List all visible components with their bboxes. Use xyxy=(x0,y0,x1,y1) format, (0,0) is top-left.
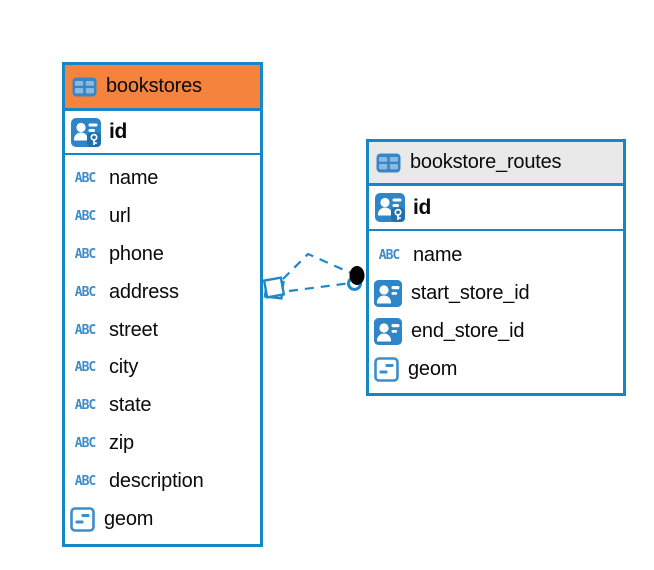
column-row-end_store_id[interactable]: end_store_id xyxy=(369,312,623,350)
primary-key-row[interactable]: id xyxy=(369,186,623,231)
column-name: state xyxy=(109,394,152,417)
column-row-name[interactable]: ABC name xyxy=(369,236,623,274)
id-card-icon xyxy=(374,317,402,345)
table-header-bookstores[interactable]: bookstores xyxy=(65,65,260,111)
column-name: geom xyxy=(408,357,458,380)
column-row-geom[interactable]: geom xyxy=(65,500,260,538)
relationship-line-upper[interactable] xyxy=(282,252,352,280)
column-row-description[interactable]: ABC description xyxy=(65,462,260,500)
column-row-phone[interactable]: ABC phone xyxy=(65,236,260,274)
column-name: name xyxy=(413,243,463,266)
column-row-geom[interactable]: geom xyxy=(369,350,623,388)
id-card-icon xyxy=(374,279,402,307)
table-title: bookstore_routes xyxy=(410,151,562,173)
column-name: name xyxy=(109,167,159,190)
column-name: geom xyxy=(104,507,154,530)
abc-text-type-icon: ABC xyxy=(74,284,96,300)
primary-key-name: id xyxy=(109,120,128,143)
table-title: bookstores xyxy=(106,75,202,97)
column-row-zip[interactable]: ABC zip xyxy=(65,425,260,463)
abc-text-type-icon: ABC xyxy=(74,435,96,451)
column-row-start_store_id[interactable]: start_store_id xyxy=(369,274,623,312)
column-name: end_store_id xyxy=(411,319,525,342)
geometry-type-icon xyxy=(70,506,95,532)
column-name: street xyxy=(109,318,158,341)
abc-text-type-icon: ABC xyxy=(378,247,400,263)
abc-text-type-icon: ABC xyxy=(74,246,96,262)
column-row-street[interactable]: ABC street xyxy=(65,311,260,349)
column-name: description xyxy=(109,469,204,492)
column-name: address xyxy=(109,280,179,303)
abc-text-type-icon: ABC xyxy=(74,171,96,187)
column-row-city[interactable]: ABC city xyxy=(65,349,260,387)
entity-table-bookstore-routes[interactable]: bookstore_routes id ABC name start_store_i… xyxy=(366,139,626,396)
table-icon xyxy=(376,153,401,172)
primary-key-name: id xyxy=(413,195,432,219)
abc-text-type-icon: ABC xyxy=(74,209,96,225)
abc-text-type-icon: ABC xyxy=(74,398,96,414)
abc-text-type-icon: ABC xyxy=(74,360,96,376)
primary-key-row[interactable]: id xyxy=(65,111,260,155)
relationship-line-lower[interactable] xyxy=(288,281,352,293)
abc-text-type-icon: ABC xyxy=(74,473,96,489)
primary-key-icon xyxy=(71,117,101,147)
primary-key-icon xyxy=(375,193,405,222)
column-row-name[interactable]: ABC name xyxy=(65,160,260,198)
column-name: start_store_id xyxy=(411,281,530,304)
column-row-state[interactable]: ABC state xyxy=(65,387,260,425)
column-row-url[interactable]: ABC url xyxy=(65,198,260,236)
geometry-type-icon xyxy=(374,356,399,382)
relationship-target-marker[interactable] xyxy=(347,266,365,291)
column-row-address[interactable]: ABC address xyxy=(65,273,260,311)
relationship-source-marker[interactable] xyxy=(262,276,286,300)
table-icon xyxy=(72,77,97,96)
column-name: city xyxy=(109,356,139,379)
column-name: url xyxy=(109,205,131,228)
column-name: zip xyxy=(109,431,134,454)
table-header-bookstore-routes[interactable]: bookstore_routes xyxy=(369,142,623,186)
abc-text-type-icon: ABC xyxy=(74,322,96,338)
column-name: phone xyxy=(109,242,164,265)
